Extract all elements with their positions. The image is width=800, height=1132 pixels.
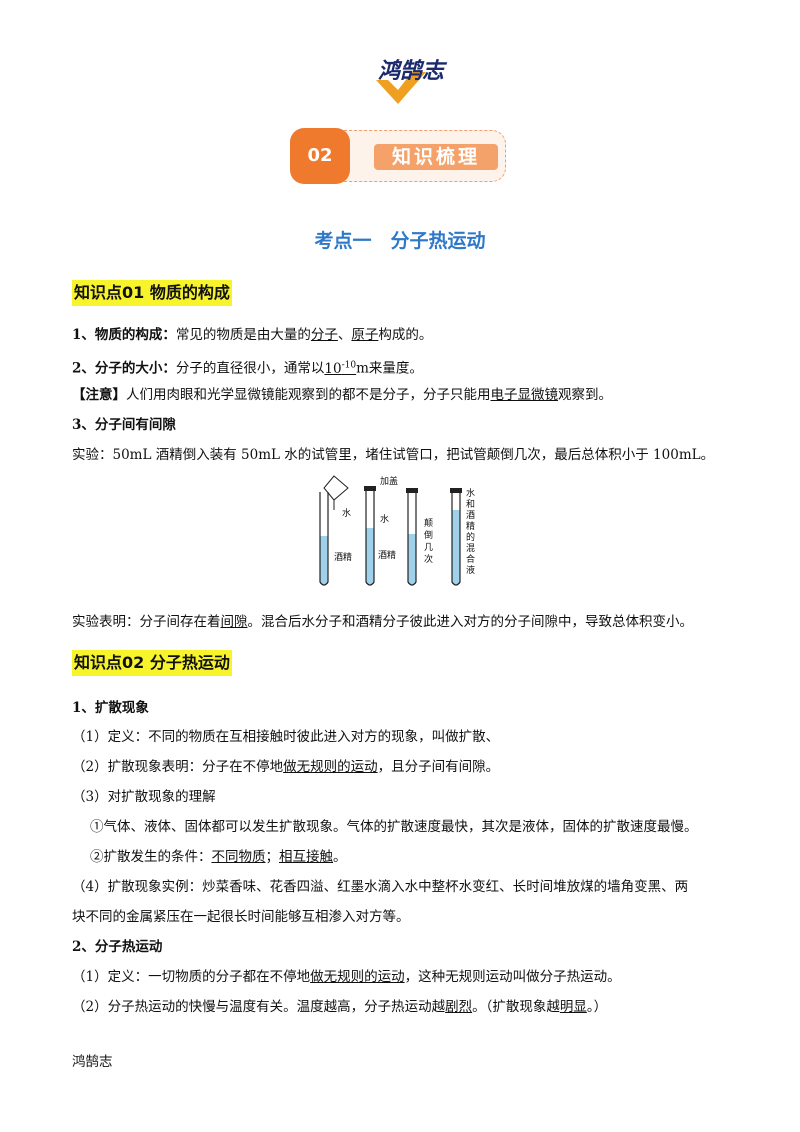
paragraph-thermal-title: 2、分子热运动: [72, 939, 163, 955]
svg-text:酒精: 酒精: [378, 549, 396, 561]
paragraph-diffusion-understanding: （3）对扩散现象的理解: [72, 789, 216, 805]
paragraph-diffusion-def: （1）定义：不同的物质在互相接触时彼此进入对方的现象，叫做扩散、: [72, 729, 500, 745]
svg-text:酒精: 酒精: [334, 551, 352, 563]
page-footer: 鸿鹄志: [72, 1054, 113, 1070]
paragraph-diffusion-examples: （4）扩散现象实例：炒菜香味、花香四溢、红墨水滴入水中整杯水变红、长时间堆放煤的…: [72, 879, 689, 895]
section-title: 知识梳理: [374, 144, 498, 170]
paragraph-diffusion-states: ①气体、液体、固体都可以发生扩散现象。气体的扩散速度最快，其次是液体，固体的扩散…: [90, 819, 698, 835]
paragraph-thermal-def: （1）定义：一切物质的分子都在不停地做无规则的运动，这种无规则运动叫做分子热运动…: [72, 969, 621, 985]
topic-heading: 考点一 分子热运动: [314, 230, 486, 252]
paragraph-gap-title: 3、分子间有间隙: [72, 417, 176, 433]
knowledge-point-2-title: 知识点02 分子热运动: [72, 650, 232, 676]
svg-text:酒: 酒: [466, 510, 475, 521]
svg-text:加盖: 加盖: [380, 475, 398, 487]
paragraph-diffusion-conditions: ②扩散发生的条件：不同物质；相互接触。: [90, 849, 347, 865]
svg-text:精: 精: [466, 520, 475, 532]
svg-text:倒: 倒: [424, 529, 433, 541]
svg-text:混: 混: [466, 543, 475, 554]
svg-text:的: 的: [466, 531, 475, 543]
svg-text:合: 合: [466, 553, 475, 565]
paragraph-composition: 1、物质的构成：常见的物质是由大量的分子、原子构成的。: [72, 327, 433, 343]
section-banner: 02 知识梳理: [290, 128, 508, 184]
svg-text:颠: 颠: [424, 517, 433, 529]
svg-text:和: 和: [466, 499, 475, 510]
paragraph-thermal-temperature: （2）分子热运动的快慢与温度有关。温度越高，分子热运动越剧烈。（扩散现象越明显。…: [72, 999, 608, 1015]
paragraph-diffusion-shows: （2）扩散现象表明：分子在不停地做无规则的运动，且分子间有间隙。: [72, 759, 500, 775]
paragraph-diffusion-title: 1、扩散现象: [72, 700, 149, 716]
svg-text:几: 几: [424, 542, 433, 553]
paragraph-conclusion: 实验表明：分子间存在着间隙。混合后水分子和酒精分子彼此进入对方的分子间隙中，导致…: [72, 614, 693, 630]
paragraph-size: 2、分子的大小：分子的直径很小，通常以10-10m来量度。: [72, 360, 423, 377]
svg-text:次: 次: [424, 553, 433, 565]
paragraph-note: 【注意】人们用肉眼和光学显微镜能观察到的都不是分子，分子只能用电子显微镜观察到。: [72, 387, 612, 403]
paragraph-diffusion-examples-cont: 块不同的金属紧压在一起很长时间能够互相渗入对方等。: [72, 909, 410, 925]
svg-text:液: 液: [466, 564, 475, 576]
svg-text:水: 水: [342, 507, 351, 519]
svg-text:鸿鹄志: 鸿鹄志: [378, 58, 448, 84]
test-tube-figure: 水 酒精 加盖 水 酒精 颠 倒 几 次 水 和 酒 精 的 混 合 液: [319, 475, 475, 586]
section-number: 02: [290, 128, 350, 184]
brand-logo: 鸿鹄志: [376, 58, 448, 104]
svg-text:水: 水: [466, 487, 475, 499]
svg-text:水: 水: [380, 513, 389, 525]
knowledge-point-1-title: 知识点01 物质的构成: [72, 280, 232, 306]
paragraph-experiment: 实验：50mL 酒精倒入装有 50mL 水的试管里，堵住试管口，把试管颠倒几次，…: [72, 447, 715, 463]
